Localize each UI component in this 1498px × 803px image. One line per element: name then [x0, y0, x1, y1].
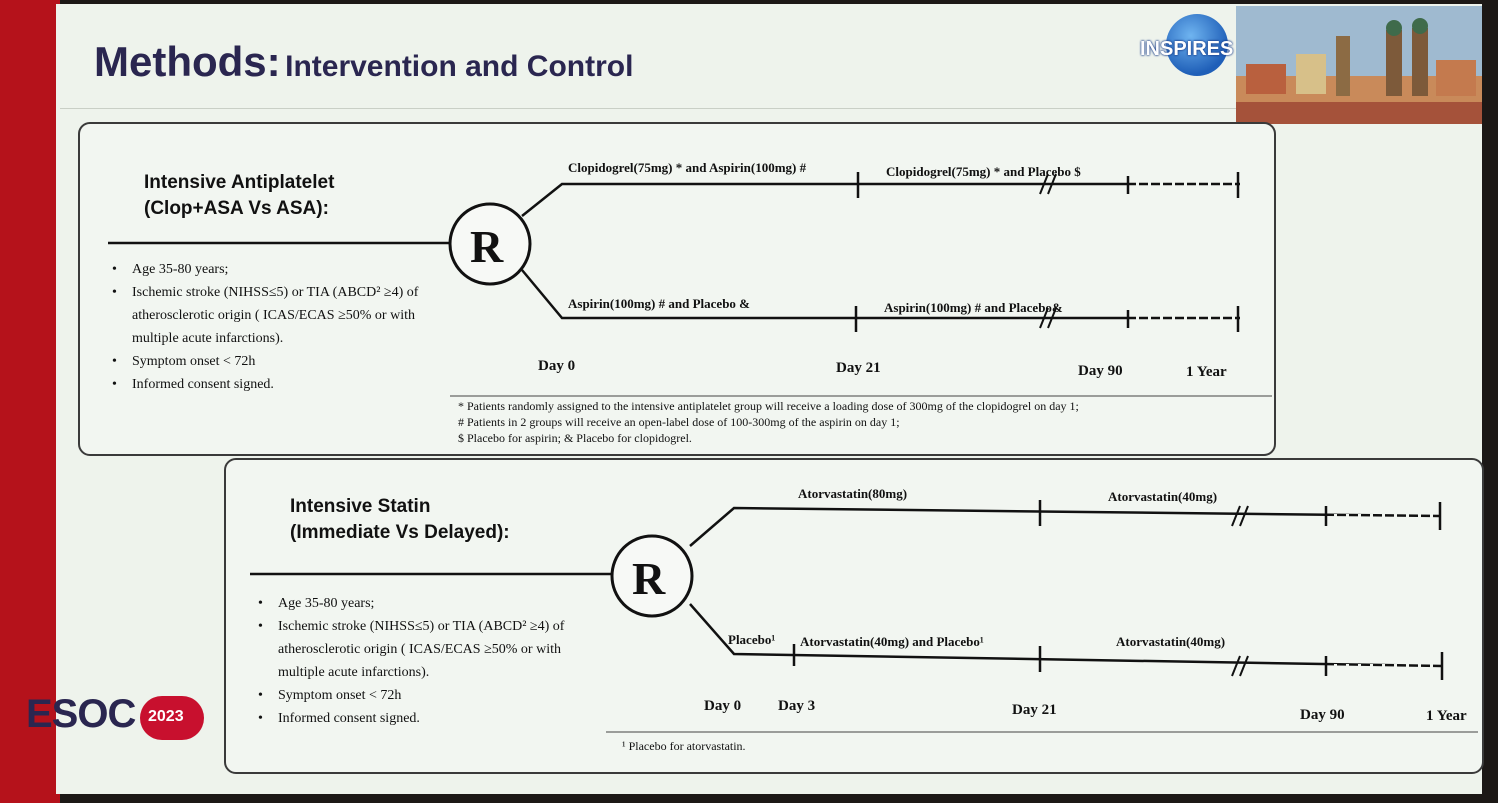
randomization-r-1: R — [470, 220, 503, 273]
footnote-atorvastatin-placebo: ¹ Placebo for atorvastatin. — [622, 738, 746, 754]
lower-arm-label-2: Aspirin(100mg) # and Placebo& — [884, 300, 1063, 316]
day-label: Day 21 — [836, 360, 881, 377]
day-label: Day 90 — [1078, 363, 1123, 380]
day-label: 1 Year — [1426, 708, 1467, 725]
lower-arm-label-1: Atorvastatin(40mg) and Placebo¹ — [800, 634, 984, 650]
conference-year: 2023 — [148, 708, 184, 726]
footnote-placebo: $ Placebo for aspirin; & Placebo for clo… — [458, 430, 1079, 446]
day-label: Day 3 — [778, 698, 815, 715]
day-label: Day 21 — [1012, 702, 1057, 719]
lower-arm-label-0: Placebo¹ — [728, 632, 775, 648]
day-label: Day 0 — [704, 698, 741, 715]
upper-arm-label-1: Atorvastatin(80mg) — [798, 486, 907, 502]
footnote-list: * Patients randomly assigned to the inte… — [458, 398, 1079, 446]
upper-arm-label-1: Clopidogrel(75mg) * and Aspirin(100mg) # — [568, 160, 806, 176]
day-label: Day 0 — [538, 358, 575, 375]
footnote-aspirin-dose: # Patients in 2 groups will receive an o… — [458, 414, 1079, 430]
day-label: 1 Year — [1186, 364, 1227, 381]
upper-arm-label-2: Clopidogrel(75mg) * and Placebo $ — [886, 164, 1081, 180]
randomization-r-2: R — [632, 552, 665, 605]
day-label: Day 90 — [1300, 707, 1345, 724]
footnote-loading-dose: * Patients randomly assigned to the inte… — [458, 398, 1079, 414]
upper-arm-label-2: Atorvastatin(40mg) — [1108, 489, 1217, 505]
conference-logo: ESOC — [26, 692, 135, 737]
lower-arm-label-1: Aspirin(100mg) # and Placebo & — [568, 296, 750, 312]
lower-arm-label-2: Atorvastatin(40mg) — [1116, 634, 1225, 650]
